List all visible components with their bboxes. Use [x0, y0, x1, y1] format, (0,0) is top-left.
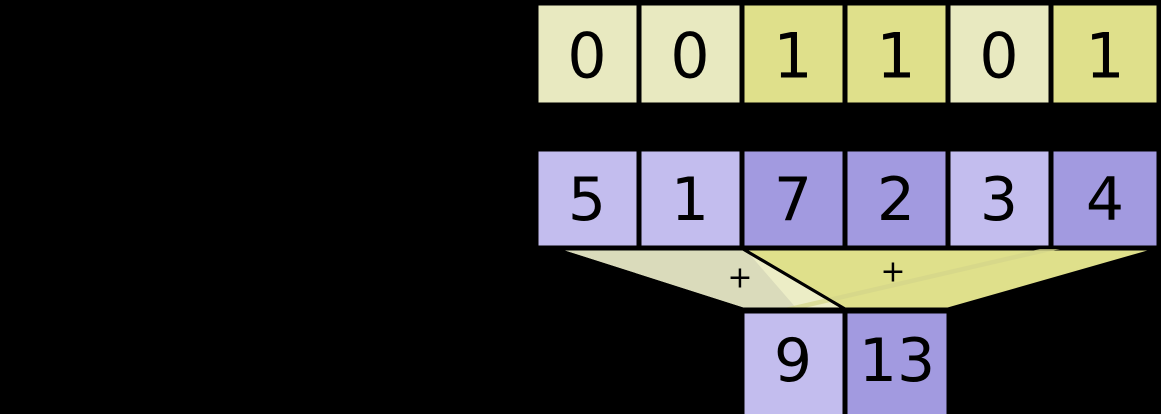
data-cell-5[interactable] — [1050, 148, 1160, 249]
mask-cell-1[interactable] — [638, 2, 743, 106]
data-cell-0[interactable] — [535, 148, 640, 249]
mask-row: 0 0 1 1 0 1 — [535, 2, 1160, 106]
mask-cell-0[interactable] — [535, 2, 640, 106]
mask-cell-2[interactable] — [741, 2, 846, 106]
funnel-right-stripe — [780, 249, 1060, 309]
data-cell-4[interactable] — [947, 148, 1052, 249]
mask-cell-4[interactable] — [947, 2, 1052, 106]
mask-cell-5[interactable] — [1050, 2, 1160, 106]
result-cell-0[interactable] — [741, 310, 846, 414]
data-cell-3[interactable] — [844, 148, 949, 249]
data-cell-1[interactable] — [638, 148, 743, 249]
result-cell-1[interactable] — [844, 310, 950, 414]
funnel-group — [554, 247, 1159, 311]
data-row: 5 1 7 2 3 4 — [535, 148, 1160, 249]
result-row: 9 13 — [741, 310, 950, 414]
data-cell-2[interactable] — [741, 148, 846, 249]
mask-cell-3[interactable] — [844, 2, 949, 106]
funnel-left-outline — [554, 247, 851, 311]
